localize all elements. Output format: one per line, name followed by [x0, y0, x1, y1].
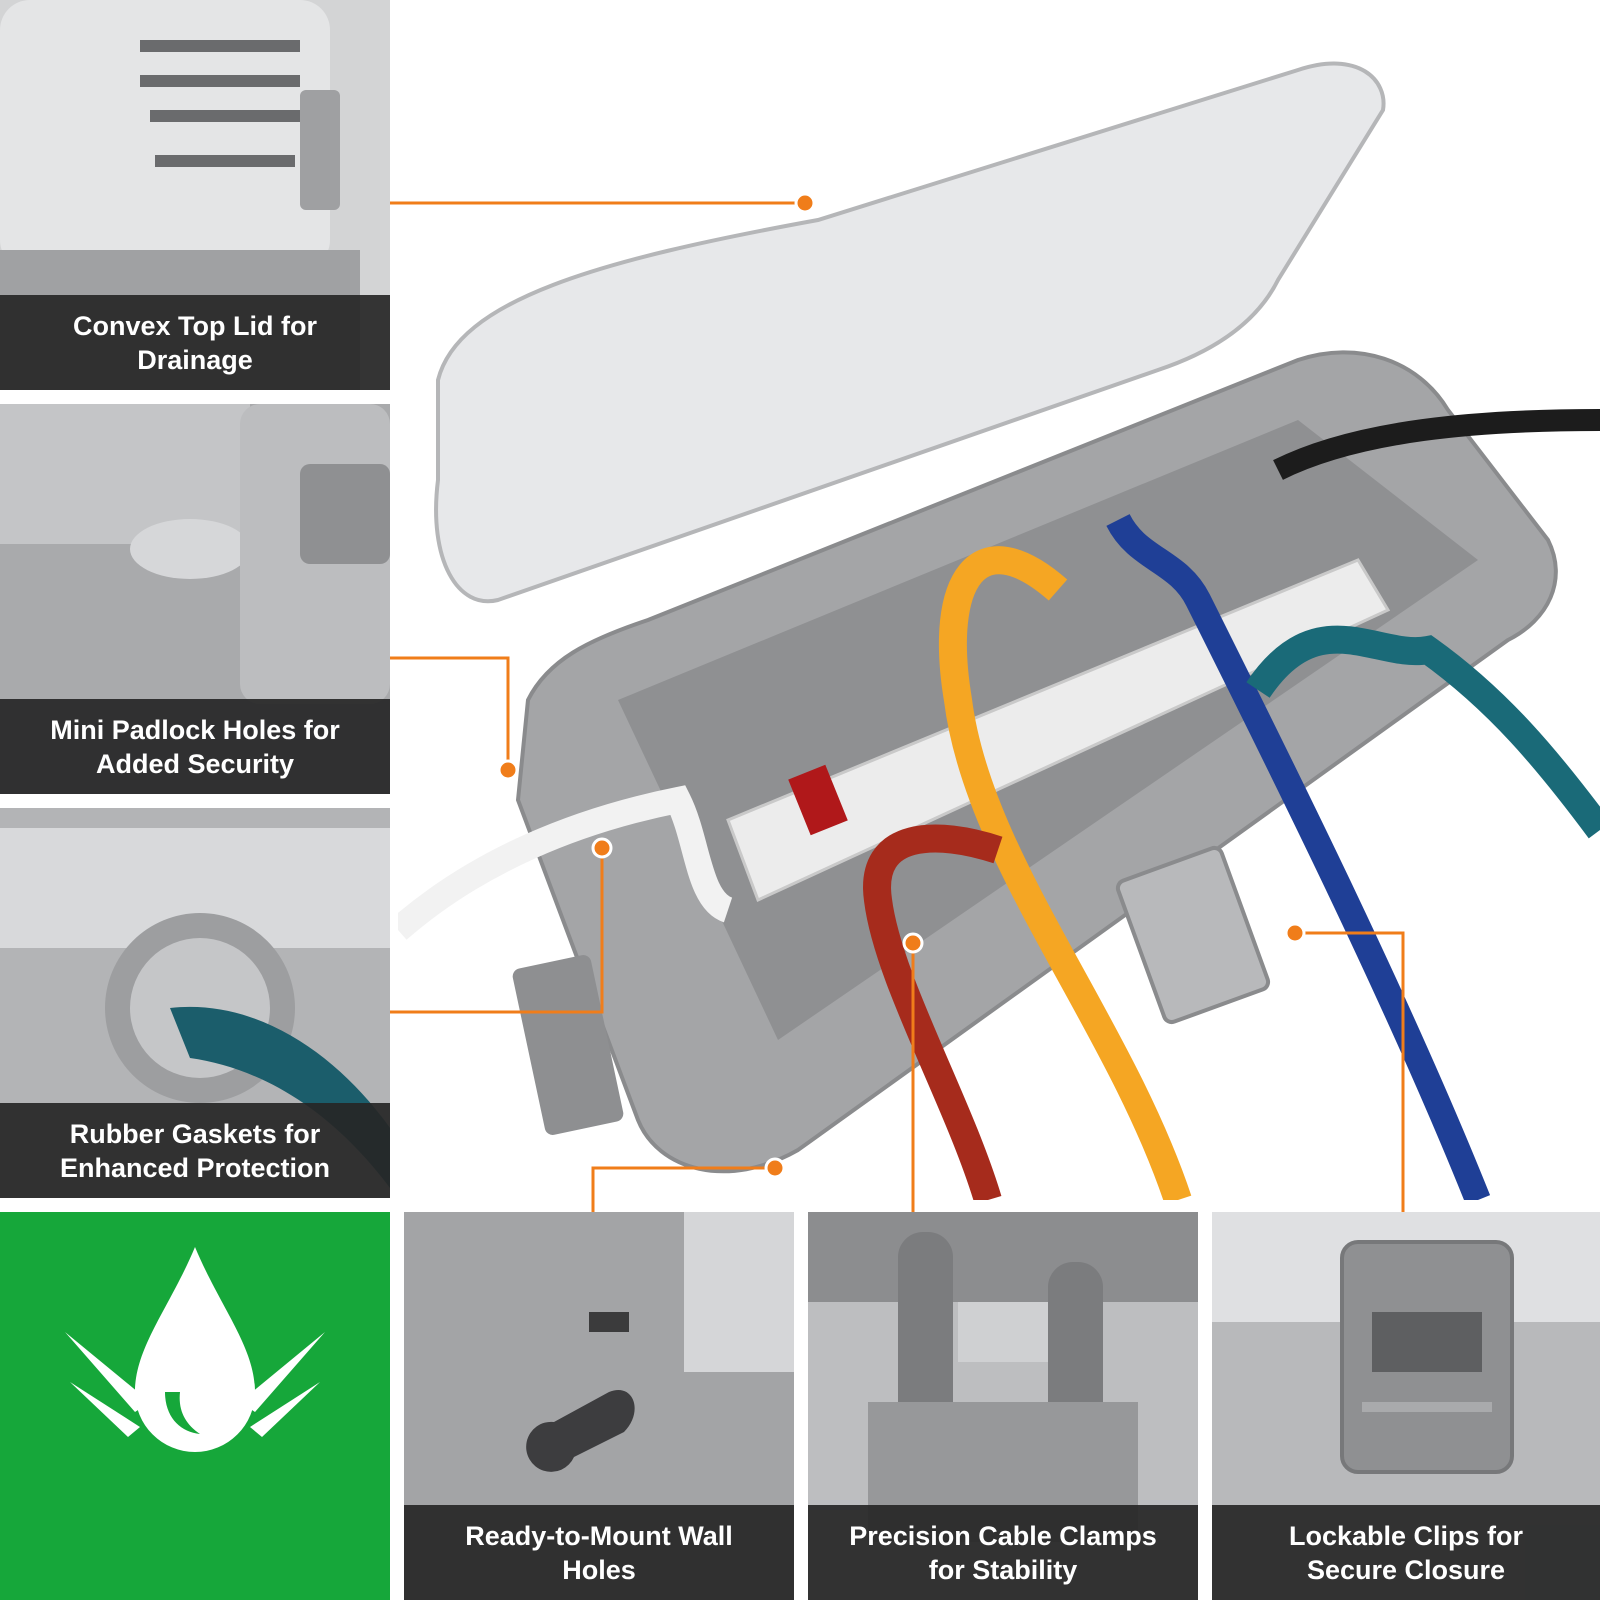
- caption-padlock-line2: Added Security: [95, 748, 295, 779]
- feature-panel-padlock: Mini Padlock Holes for Added Security: [0, 404, 390, 794]
- caption-clamps-line2: for Stability: [928, 1554, 1078, 1585]
- caption-gasket-line1: Rubber Gaskets for: [69, 1118, 321, 1149]
- caption-lid-line1: Convex Top Lid for: [73, 310, 317, 341]
- cable-box-product-image: [398, 61, 1600, 1200]
- padlock-hole-closeup-image: [0, 404, 390, 794]
- feature-panel-mount: Ready-to-Mount Wall Holes: [404, 1212, 794, 1600]
- water-drop-icon: [65, 1247, 325, 1452]
- caption-clips-line2: Secure Closure: [1306, 1554, 1506, 1585]
- feature-panel-clips: Lockable Clips for Secure Closure: [1212, 1212, 1600, 1600]
- caption-gasket: Rubber Gaskets for Enhanced Protection: [0, 1103, 390, 1198]
- caption-mount: Ready-to-Mount Wall Holes: [404, 1505, 794, 1600]
- caption-mount-line1: Ready-to-Mount Wall: [465, 1520, 733, 1551]
- caption-padlock-line1: Mini Padlock Holes for: [50, 714, 340, 745]
- feature-panel-lid: Convex Top Lid for Drainage: [0, 0, 390, 390]
- caption-clamps: Precision Cable Clamps for Stability: [808, 1505, 1198, 1600]
- caption-padlock: Mini Padlock Holes for Added Security: [0, 699, 390, 794]
- feature-panel-gasket: Rubber Gaskets for Enhanced Protection: [0, 808, 390, 1198]
- caption-clips: Lockable Clips for Secure Closure: [1212, 1505, 1600, 1600]
- waterproof-badge: [0, 1212, 390, 1600]
- feature-panel-clamps: Precision Cable Clamps for Stability: [808, 1212, 1198, 1600]
- caption-mount-line2: Holes: [562, 1554, 636, 1585]
- caption-clips-line1: Lockable Clips for: [1288, 1520, 1524, 1551]
- caption-lid-line2: Drainage: [137, 344, 253, 375]
- caption-lid: Convex Top Lid for Drainage: [0, 295, 390, 390]
- caption-clamps-line1: Precision Cable Clamps: [849, 1520, 1157, 1551]
- caption-gasket-line2: Enhanced Protection: [59, 1152, 331, 1183]
